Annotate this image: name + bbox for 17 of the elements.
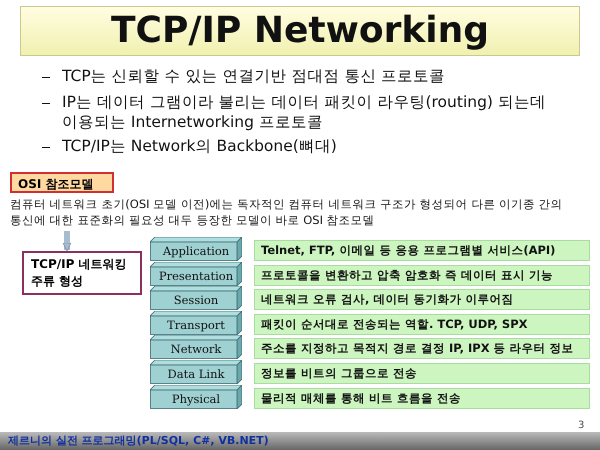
- section-heading-box: OSI 참조모델: [10, 172, 114, 193]
- layer-description-box: 정보를 비트의 그룹으로 전송: [254, 363, 590, 384]
- bullet-text: TCP는 신뢰할 수 있는 연결기반 점대점 통신 프로토콜: [62, 66, 446, 86]
- layer-description-box: 패킷이 순서대로 전송되는 역할. TCP, UDP, SPX: [254, 314, 590, 335]
- bullet-text: TCP/IP는 Network의 Backbone(뼈대): [62, 136, 338, 156]
- description-text: 컴퓨터 네트워크 초기(OSI 모델 이전)에는 독자적인 컴퓨터 네트워크 구조가 형성되어 다른 이기종 간의 통신에 대한 표준화의 필요성 대두 등장한 모델이 바로 OSI 참조모델: [10, 196, 570, 228]
- bullet-text: IP는 데이터 그램이라 불리는 데이터 패킷이 라우팅(routing) 되는데 이용되는 Internetworking 프로토콜: [62, 92, 547, 132]
- layer-description-box: Telnet, FTP, 이메일 등 응용 프로그램별 서비스(API): [254, 240, 590, 261]
- note-box: TCP/IP 네트워킹 주류 형성: [22, 251, 142, 295]
- layer-description-box: 주소를 지정하고 목적지 경로 결정 IP, IPX 등 라우터 정보: [254, 338, 590, 360]
- arrow: [62, 231, 72, 252]
- layer-description-box: 네트워크 오류 검사, 데이터 동기화가 이루어짐: [254, 289, 590, 310]
- slide-title: TCP/IP Networking: [20, 6, 580, 56]
- footer-text: 제르니의 실전 프로그래밍(PL/SQL, C#, VB.NET): [8, 433, 269, 448]
- page-number: 3: [578, 420, 584, 431]
- layer-description-box: 물리적 매체를 통해 비트 흐름을 전송: [254, 388, 590, 409]
- layer-description-box: 프로토콜을 변환하고 압축 암호화 즉 데이터 표시 기능: [254, 264, 590, 286]
